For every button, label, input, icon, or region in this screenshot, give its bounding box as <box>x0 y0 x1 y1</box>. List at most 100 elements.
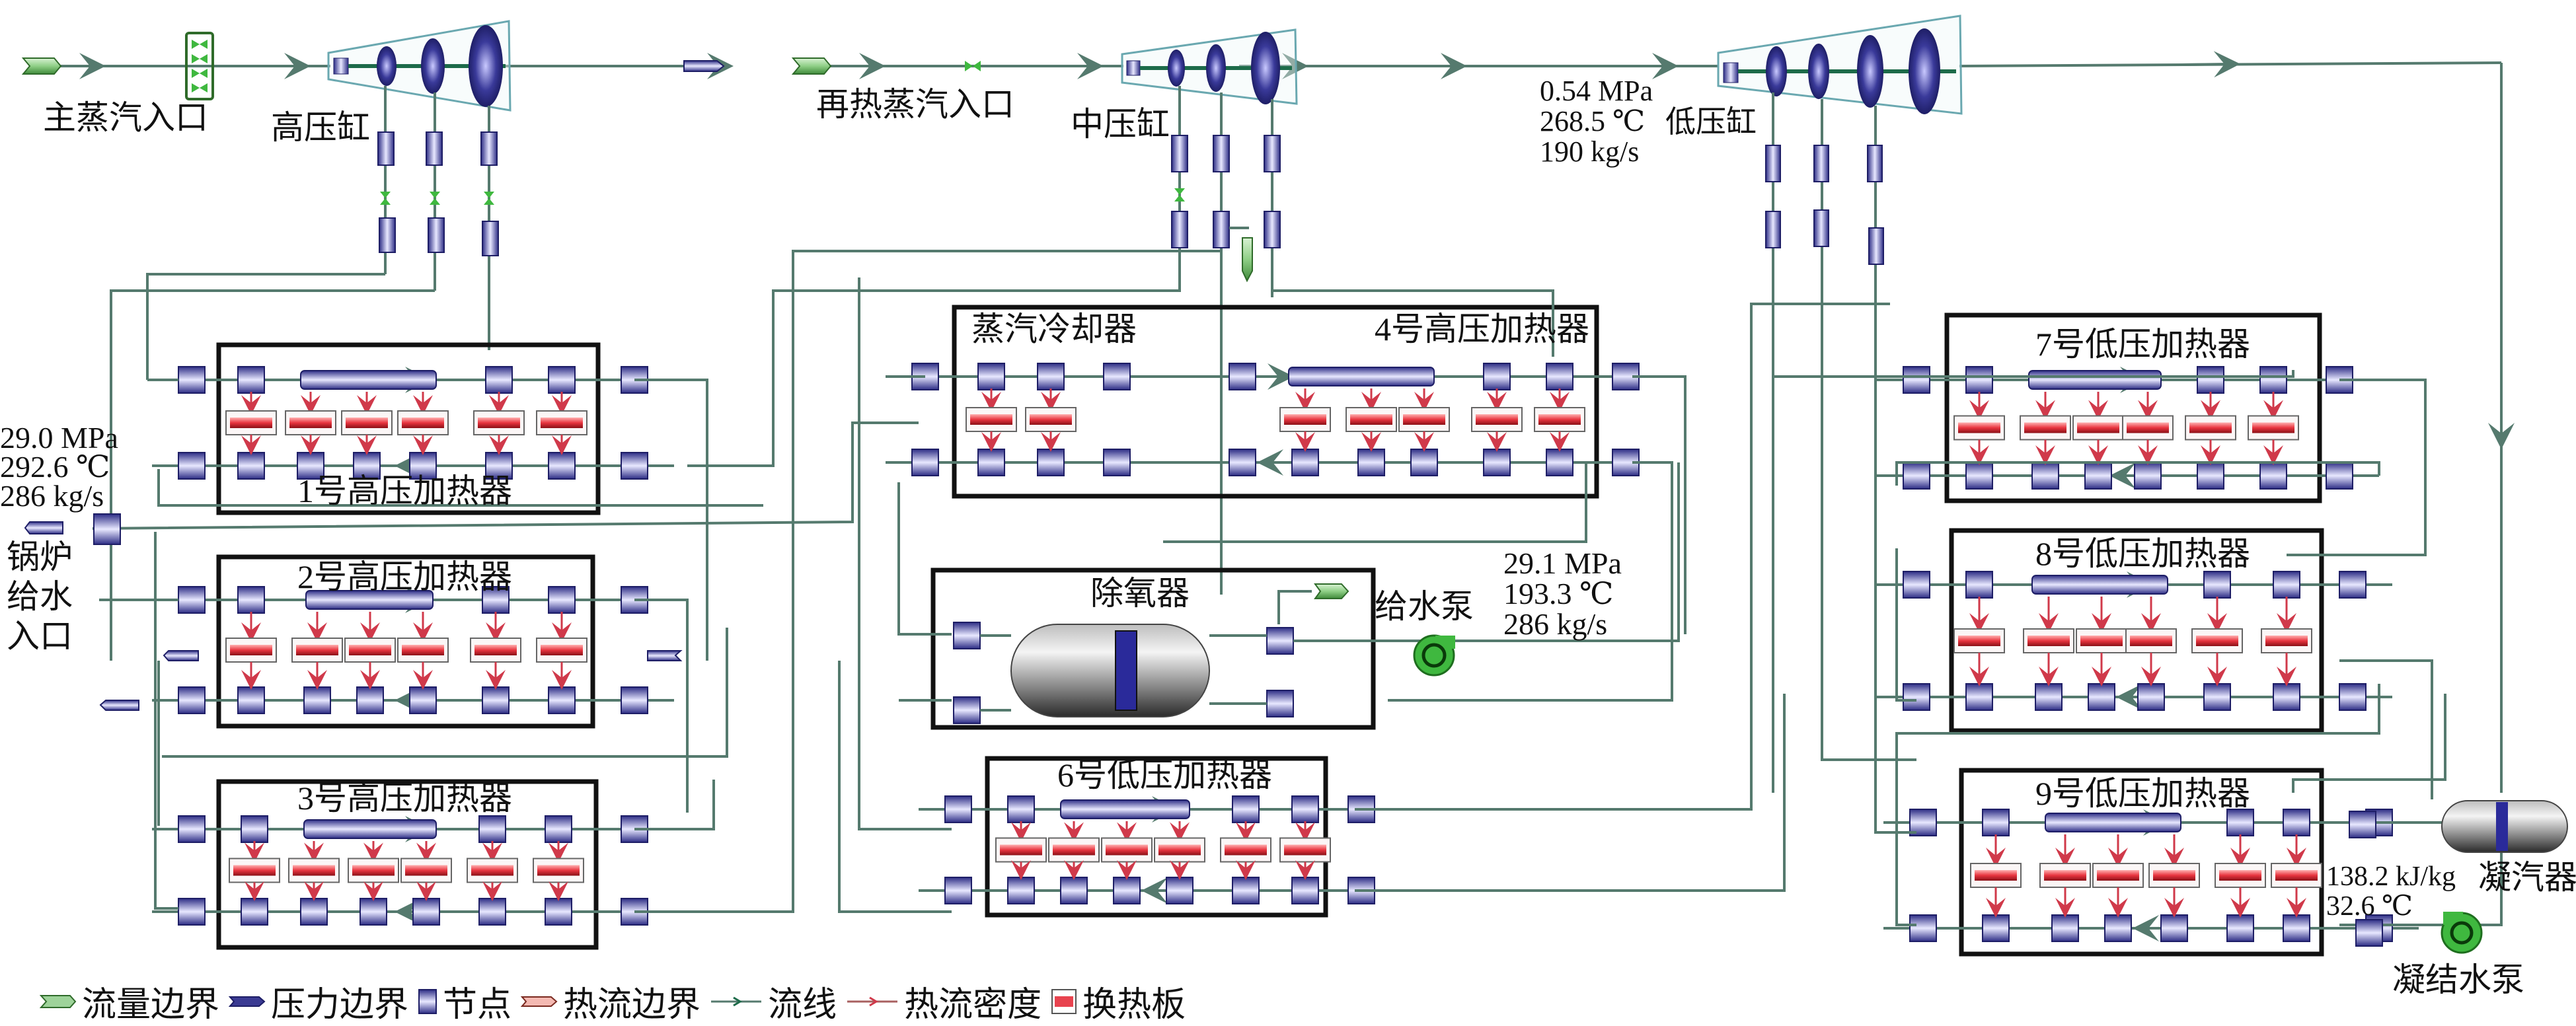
lp8-box <box>1949 528 2324 733</box>
node <box>237 686 265 714</box>
condensate-pump[interactable] <box>2441 912 2483 954</box>
lp-inlet-pressure: 0.54 MPa <box>1540 75 1653 107</box>
feed-pump-pressure: 29.1 MPa <box>1503 546 1622 580</box>
node <box>2226 914 2254 942</box>
hp2-box <box>216 554 595 729</box>
heat-exchange-plate <box>970 414 1012 425</box>
node <box>1410 449 1438 476</box>
node <box>977 449 1005 476</box>
extraction-valves[interactable] <box>380 188 1185 205</box>
node <box>1965 571 1993 599</box>
heat-exchange-plate <box>296 645 338 655</box>
heat-exchange-plate <box>346 418 388 428</box>
lp-inlet-temperature: 268.5 ℃ <box>1540 105 1645 137</box>
node <box>241 898 268 926</box>
heat-exchange-plate <box>1403 414 1445 425</box>
node <box>2226 809 2254 836</box>
ip-drain-boundary[interactable] <box>1229 227 1253 283</box>
heat-exchange-plate <box>2275 870 2318 881</box>
node <box>2339 683 2367 711</box>
header-pipe <box>2031 575 2168 595</box>
hp-turbine[interactable] <box>327 20 511 112</box>
heat-exchange-plate <box>537 865 580 876</box>
main-steam-valve-group[interactable] <box>185 32 214 100</box>
lp9-box <box>1959 768 2324 957</box>
hp1-box <box>216 342 601 515</box>
condenser-label: 凝汽器 <box>2478 859 2576 896</box>
node <box>353 452 381 480</box>
deaerator-nodes <box>953 622 1294 724</box>
reheat-steam-inlet-boundary[interactable] <box>791 57 832 75</box>
heat-exchange-plate <box>1538 414 1581 425</box>
interconnect-piping <box>92 250 2503 926</box>
node <box>2273 683 2300 711</box>
feed-pump-temperature: 193.3 ℃ <box>1503 577 1613 610</box>
node <box>2088 683 2115 711</box>
lp9-label: 9号低压加热器 <box>2035 775 2250 812</box>
node <box>545 898 572 926</box>
heat-exchange-plate <box>474 645 517 655</box>
node <box>1903 462 1930 490</box>
hp-exhaust-pressure-boundary[interactable] <box>683 60 725 72</box>
heat-exchange-plate <box>230 645 272 655</box>
heat-exchange-plate <box>471 865 513 876</box>
main-steam-inlet-boundary[interactable] <box>21 57 62 75</box>
legend-item: 热流边界 <box>521 976 701 1026</box>
flow-boundary-icon <box>40 994 77 1008</box>
deaerator-vent-boundary[interactable] <box>1277 583 1349 624</box>
node <box>1007 795 1035 823</box>
node <box>2203 571 2231 599</box>
heat-exchange-plate <box>1000 844 1042 856</box>
node <box>1060 877 1088 904</box>
node <box>1965 462 1993 490</box>
reheat-valve[interactable] <box>965 61 981 71</box>
reheat-steam-line <box>826 51 2515 793</box>
condensate-nodes <box>2349 811 2383 947</box>
deaerator-tank[interactable] <box>1010 624 1210 717</box>
condensate-temperature: 32.6 ℃ <box>2326 891 2413 922</box>
heat-exchange-plate <box>2027 636 2070 646</box>
feed-pump[interactable] <box>1413 634 1455 677</box>
node <box>1903 683 1930 711</box>
node <box>178 366 206 394</box>
node <box>545 815 572 843</box>
node <box>237 586 265 614</box>
lp-extraction-lines <box>1772 92 1877 793</box>
lp8-label: 8号低压加热器 <box>2035 535 2250 572</box>
boiler-feed-inlet-boundary[interactable] <box>24 513 121 545</box>
node <box>237 452 265 480</box>
legend-label: 节点 <box>443 986 512 1024</box>
node <box>1483 449 1511 476</box>
boiler-feed-label-2: 给水 <box>7 578 73 615</box>
node <box>485 452 513 480</box>
heat-exchange-plate <box>352 865 395 876</box>
reheat-steam-inlet-label: 再热蒸汽入口 <box>816 86 1014 123</box>
node <box>1037 363 1065 390</box>
heat-exchange-plate <box>2265 636 2308 646</box>
heat-exchange-plate <box>1350 414 1392 425</box>
node <box>1483 363 1511 390</box>
node <box>1037 449 1065 476</box>
boiler-feed-flow: 286 kg/s <box>0 479 104 513</box>
node <box>297 452 324 480</box>
ip-turbine[interactable] <box>1121 28 1298 105</box>
drain-pressure-boundaries[interactable] <box>99 650 683 711</box>
ip-turbine-label: 中压缸 <box>1071 106 1170 143</box>
heat-exchange-plate <box>2127 422 2169 433</box>
node <box>944 795 972 823</box>
extraction-nodes <box>377 131 1884 265</box>
node <box>1982 914 2010 942</box>
lp-turbine[interactable] <box>1717 15 1963 115</box>
node <box>1909 809 1937 836</box>
node <box>911 449 939 476</box>
node <box>1007 877 1035 904</box>
hp1-label: 1号高压加热器 <box>297 472 512 509</box>
node <box>1909 914 1937 942</box>
node <box>2326 462 2353 490</box>
condenser[interactable] <box>2441 800 2568 853</box>
lp7-box <box>1944 312 2322 503</box>
heat-exchange-plate <box>1958 636 2000 646</box>
heat-exchange-plate <box>1284 414 1326 425</box>
heat-exchange-plate <box>478 418 520 428</box>
